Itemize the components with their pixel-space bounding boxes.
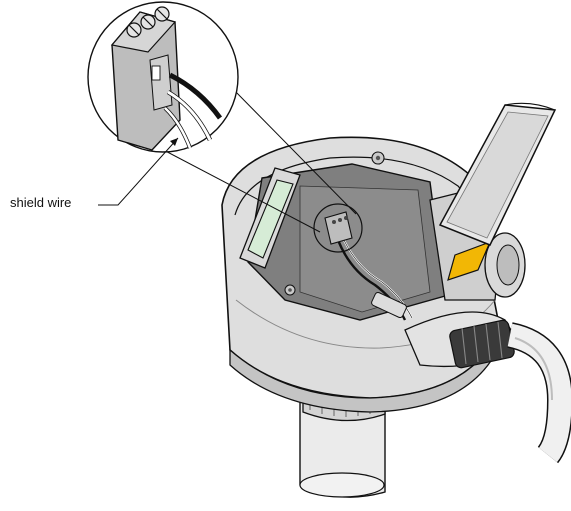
shield-wire-leader bbox=[98, 137, 179, 206]
screw-icon bbox=[284, 151, 385, 296]
cable bbox=[506, 322, 571, 464]
terminal-block-icon bbox=[324, 211, 353, 245]
detail-circle-small bbox=[313, 203, 363, 253]
internal-wires bbox=[336, 237, 413, 321]
lcd-display bbox=[239, 167, 301, 269]
hinged-lid bbox=[438, 102, 557, 246]
shield-wire-label: shield wire bbox=[10, 195, 72, 210]
magnified-inset bbox=[87, 1, 357, 233]
